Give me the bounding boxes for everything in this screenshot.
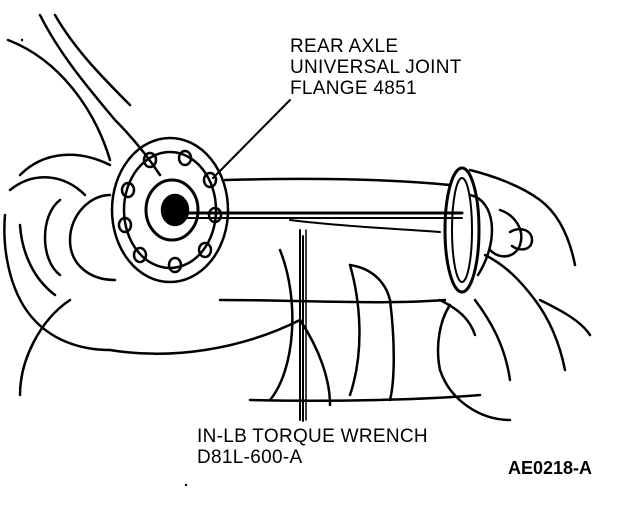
figure-id: AE0218-A [508, 458, 593, 478]
axle-housing [3, 13, 482, 407]
torque-wrench [183, 166, 494, 421]
hand [436, 168, 592, 422]
wrench-callout: IN-LB TORQUE WRENCH D81L-600-A [197, 426, 428, 468]
flange-callout: REAR AXLE UNIVERSAL JOINT FLANGE 4851 [290, 36, 462, 99]
flange-callout-line-1: REAR AXLE [290, 36, 399, 57]
wrench-callout-line-1: IN-LB TORQUE WRENCH [197, 426, 428, 447]
scan-specks [20, 38, 188, 487]
flange-leader [212, 99, 291, 179]
leader-lines [212, 99, 304, 422]
flange-callout-line-3: FLANGE 4851 [290, 78, 417, 99]
universal-joint-flange [43, 136, 230, 284]
wrench-callout-line-2: D81L-600-A [197, 447, 303, 468]
flange-callout-line-2: UNIVERSAL JOINT [290, 57, 462, 78]
